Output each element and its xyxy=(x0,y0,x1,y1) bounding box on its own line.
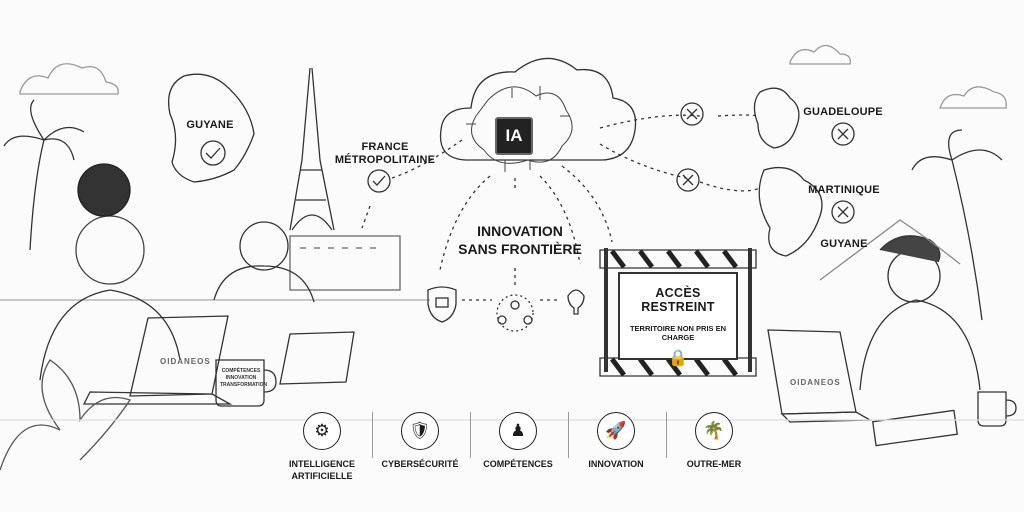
shield-lock-icon: 🛡 xyxy=(401,412,439,450)
man-head xyxy=(239,221,289,271)
feature-innovation-label: INNOVATION xyxy=(588,459,644,469)
woman-head xyxy=(75,215,145,285)
rocket-icon: 🚀 xyxy=(597,412,635,450)
separator xyxy=(470,412,471,458)
people-icon: ♟ xyxy=(499,412,537,450)
laptop-left-brand: OIDANEOS xyxy=(160,357,211,366)
center-title: INNOVATION SANS FRONTIÈRE xyxy=(440,222,600,258)
mug-left xyxy=(215,359,277,407)
paris-buildings xyxy=(289,235,401,291)
cloud-top-right xyxy=(789,44,851,65)
shield-lock-small-icon xyxy=(427,286,457,323)
feature-overseas-label: OUTRE-MER xyxy=(686,459,742,469)
cloud-left xyxy=(19,63,119,95)
guadeloupe-map xyxy=(753,87,800,149)
feature-innovation: 🚀 INNOVATION xyxy=(566,412,666,470)
check-circle-france xyxy=(367,169,391,193)
label-france-line2: MÉTROPOLITAINE xyxy=(334,154,436,166)
mug-text-line3: TRANSFORMATION xyxy=(220,382,268,388)
label-guyane-right: GUYANE xyxy=(820,238,868,250)
eiffel-tower xyxy=(289,67,335,231)
center-title-line2: SANS FRONTIÈRE xyxy=(458,241,582,257)
palm-tree-left xyxy=(3,99,85,251)
restricted-access-sign: ACCÈS RESTREINT TERRITOIRE NON PRIS EN C… xyxy=(618,272,738,367)
x-circle-2 xyxy=(676,168,700,192)
x-circle-1 xyxy=(680,102,704,126)
center-title-line1: INNOVATION xyxy=(477,223,563,239)
mug-text: COMPÉTENCES INNOVATION TRANSFORMATION xyxy=(220,368,268,389)
label-france: FRANCE MÉTROPOLITAINE xyxy=(330,141,440,167)
feature-ai-line2: ARTIFICIELLE xyxy=(291,471,353,481)
palm-tree-right xyxy=(911,129,1003,321)
sign-subtext: TERRITOIRE NON PRIS EN CHARGE xyxy=(629,324,727,342)
feature-overseas: 🌴 OUTRE-MER xyxy=(664,412,764,470)
ia-chip: IA xyxy=(495,117,533,155)
label-france-line1: FRANCE xyxy=(361,141,409,153)
separator xyxy=(666,412,667,458)
x-circle-guadeloupe xyxy=(831,122,855,146)
feature-cyber-label: CYBERSÉCURITÉ xyxy=(381,459,459,469)
feature-skills: ♟ COMPÉTENCES xyxy=(468,412,568,470)
man-body xyxy=(213,265,315,303)
martinique-map xyxy=(758,166,823,257)
laptop-right xyxy=(767,329,857,415)
feature-cyber: 🛡 CYBERSÉCURITÉ xyxy=(370,412,470,470)
feature-ai-label: INTELLIGENCE ARTIFICIELLE xyxy=(272,458,372,482)
guyane-map-left xyxy=(167,73,255,183)
check-circle-guyane-left xyxy=(200,140,226,166)
laptop-right-brand: OIDANEOS xyxy=(790,378,841,387)
cloud-right xyxy=(939,86,1007,109)
mug-text-line2: INNOVATION xyxy=(225,375,257,381)
tablet-left xyxy=(279,331,355,385)
separator xyxy=(568,412,569,458)
brain-icon: ⚙ xyxy=(303,412,341,450)
network-people-icon xyxy=(496,294,534,332)
palm-tree-icon: 🌴 xyxy=(695,412,733,450)
barrier-posts xyxy=(604,248,752,372)
label-guadeloupe: GUADELOUPE xyxy=(803,106,883,118)
x-circle-martinique xyxy=(831,200,855,224)
feature-ai: ⚙ INTELLIGENCE ARTIFICIELLE xyxy=(272,412,372,482)
lightbulb-icon xyxy=(567,289,585,315)
feature-skills-label: COMPÉTENCES xyxy=(483,459,553,469)
woman-body xyxy=(39,289,181,381)
right-man-body xyxy=(859,299,981,391)
padlock-icon: 🔒 xyxy=(668,350,688,367)
mug-text-line1: COMPÉTENCES xyxy=(221,368,261,374)
separator xyxy=(372,412,373,458)
notebook xyxy=(871,409,959,447)
foliage-left xyxy=(0,359,132,471)
ia-cloud xyxy=(439,57,637,161)
sign-heading: ACCÈS RESTREINT xyxy=(641,286,715,314)
label-martinique: MARTINIQUE xyxy=(808,184,880,196)
brain-outline xyxy=(471,86,573,164)
woman-hair-bun xyxy=(77,163,131,217)
mug-right xyxy=(977,391,1017,427)
feature-ai-line1: INTELLIGENCE xyxy=(288,459,355,469)
label-guyane-left: GUYANE xyxy=(186,119,234,131)
